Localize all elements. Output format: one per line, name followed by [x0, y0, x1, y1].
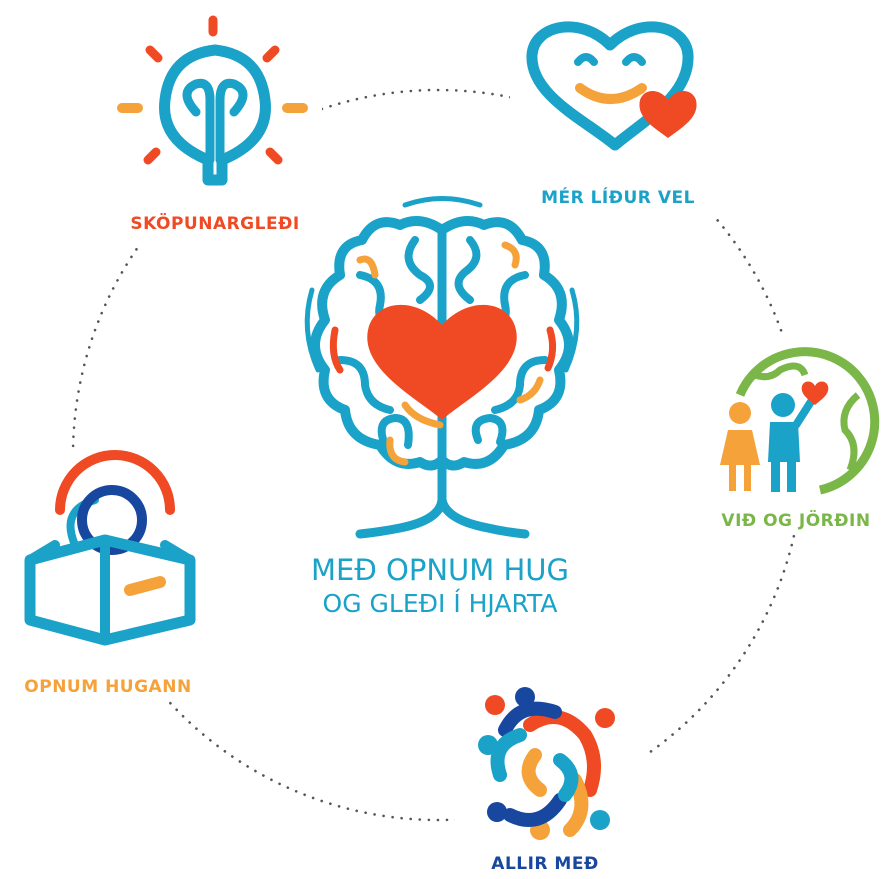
center-title-line2: OG GLEÐI Í HJARTA: [322, 589, 558, 618]
brain-tree-heart-icon: [304, 196, 580, 539]
label-open-mind: OPNUM HUGANN: [24, 677, 192, 697]
heart-icon: [367, 304, 517, 420]
center-title-line1: MEÐ OPNUM HUG: [310, 553, 569, 587]
people-circle-icon: [478, 687, 615, 840]
lightbulb-icon: [117, 15, 308, 186]
label-creativity: SKÖPUNARGLEÐI: [130, 214, 300, 234]
smiling-heart-icon: [526, 21, 694, 151]
small-heart-icon: [639, 91, 697, 138]
label-earth: VIÐ OG JÖRÐIN: [721, 511, 871, 531]
open-box-icon: [24, 450, 196, 646]
label-wellbeing: MÉR LÍÐUR VEL: [541, 188, 695, 208]
label-inclusion: ALLIR MEÐ: [491, 854, 599, 874]
children-earth-icon: [720, 347, 880, 495]
